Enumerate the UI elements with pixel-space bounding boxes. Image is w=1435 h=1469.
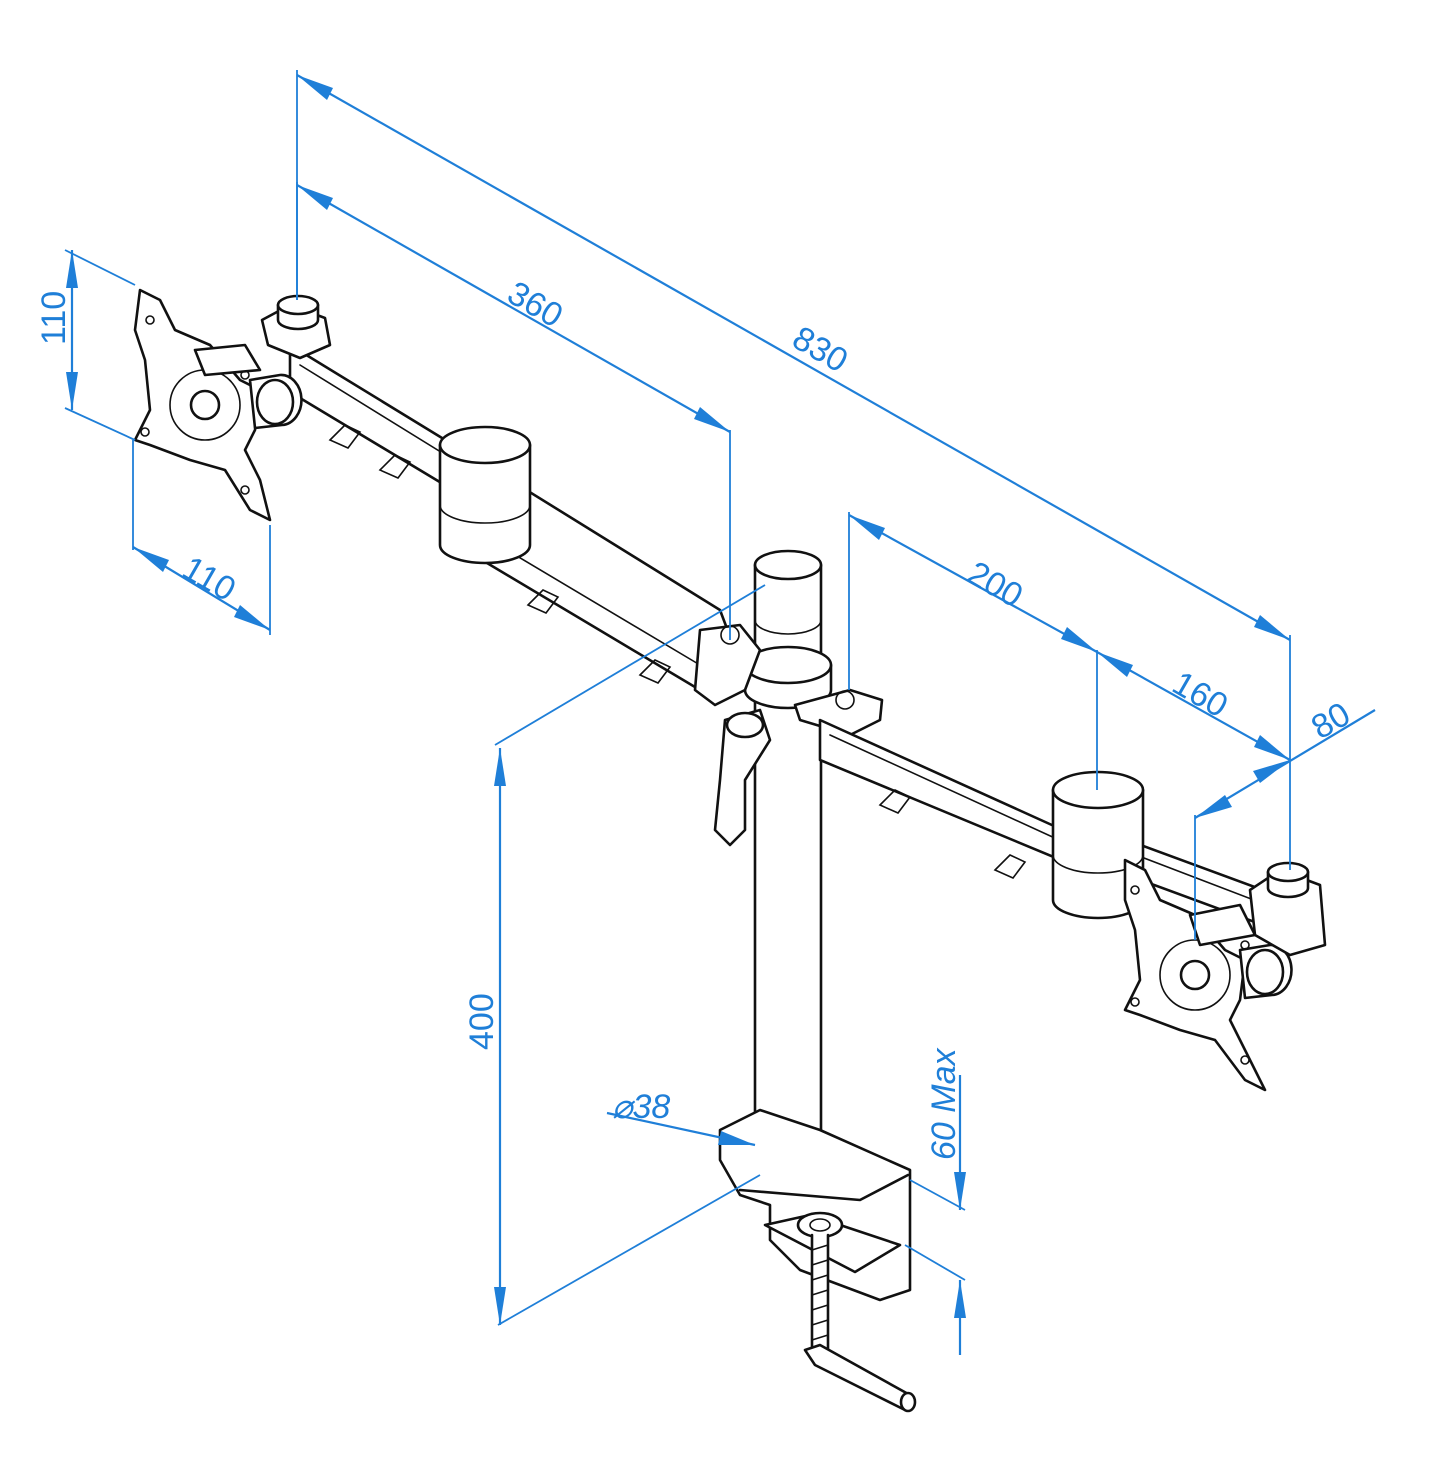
label-200: 200	[961, 554, 1029, 615]
dimension-diameter-38: ⌀38	[606, 1088, 756, 1147]
label-400: 400	[463, 993, 501, 1050]
label-360: 360	[501, 274, 569, 335]
pole-hub	[693, 623, 884, 847]
central-pole	[753, 549, 823, 1176]
dimension-160: 160	[1096, 651, 1291, 761]
right-vesa-plate	[1123, 858, 1293, 1092]
label-110-horizontal: 110	[176, 549, 242, 609]
label-110-vertical: 110	[35, 291, 73, 345]
dimension-60-max: 60 Max	[904, 1048, 966, 1355]
desk-clamp	[718, 1108, 917, 1413]
left-vesa-plate	[133, 288, 303, 522]
left-elbow-joint	[438, 425, 532, 565]
right-elbow-joint	[1051, 770, 1145, 920]
left-top-knob	[260, 294, 332, 360]
label-160: 160	[1166, 664, 1234, 725]
label-diameter-38: ⌀38	[612, 1088, 670, 1126]
label-830: 830	[786, 319, 854, 380]
monitor-arm-assembly	[133, 288, 1327, 1413]
dimension-200: 200	[848, 512, 1098, 790]
left-arm	[288, 343, 737, 692]
label-60-max: 60 Max	[925, 1048, 963, 1160]
dimension-annotations: 830 360 200 160	[35, 70, 1376, 1355]
right-top-knob	[1248, 861, 1327, 957]
dimension-400: 400	[463, 584, 766, 1326]
dimension-110-vertical: 110	[35, 249, 136, 441]
label-80: 80	[1305, 695, 1357, 747]
